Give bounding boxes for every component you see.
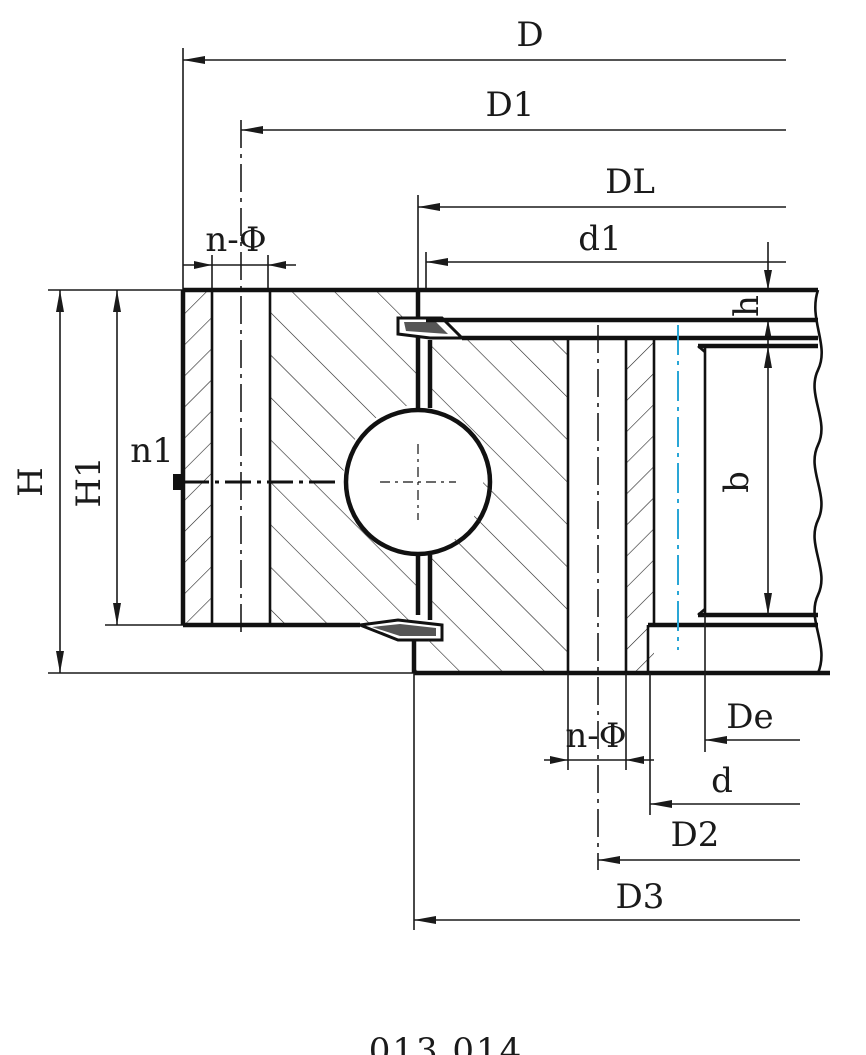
- label-D2: D2: [671, 815, 720, 855]
- label-d1: d1: [578, 219, 621, 259]
- dimension-h: h: [727, 242, 772, 345]
- label-d: d: [711, 761, 733, 801]
- dimension-DL: DL: [417, 162, 786, 290]
- label-De: De: [726, 697, 773, 737]
- label-D: D: [516, 15, 543, 55]
- seal-bottom: [354, 618, 444, 642]
- label-H: H: [11, 467, 51, 497]
- label-D1: D1: [486, 85, 535, 125]
- inner-ring: [411, 287, 830, 870]
- dimension-D1: D1: [240, 85, 786, 635]
- dimension-n-phi-top: n-Φ: [183, 220, 296, 290]
- dimension-d: d: [649, 673, 800, 815]
- label-DL: DL: [605, 162, 655, 202]
- dimension-n-phi-bottom: n-Φ: [544, 673, 654, 770]
- dimension-De: De: [704, 615, 800, 752]
- dimension-b: b: [717, 346, 772, 615]
- dimension-D2: D2: [598, 815, 800, 864]
- label-h: h: [727, 295, 767, 317]
- label-n1: n1: [130, 431, 174, 471]
- label-n-phi-top: n-Φ: [205, 220, 266, 260]
- dimension-H1: H1: [69, 290, 183, 626]
- dimension-D: D: [182, 15, 786, 290]
- label-b: b: [717, 471, 757, 493]
- outer-ring: n1: [130, 287, 421, 628]
- label-n-phi-bottom: n-Φ: [565, 716, 626, 756]
- label-D3: D3: [616, 877, 665, 917]
- dimension-D3: D3: [413, 673, 800, 930]
- model-caption: 013 014: [369, 1031, 524, 1055]
- label-H1: H1: [69, 456, 109, 507]
- dimension-d1: d1: [425, 219, 786, 290]
- dimension-H: H: [11, 289, 414, 674]
